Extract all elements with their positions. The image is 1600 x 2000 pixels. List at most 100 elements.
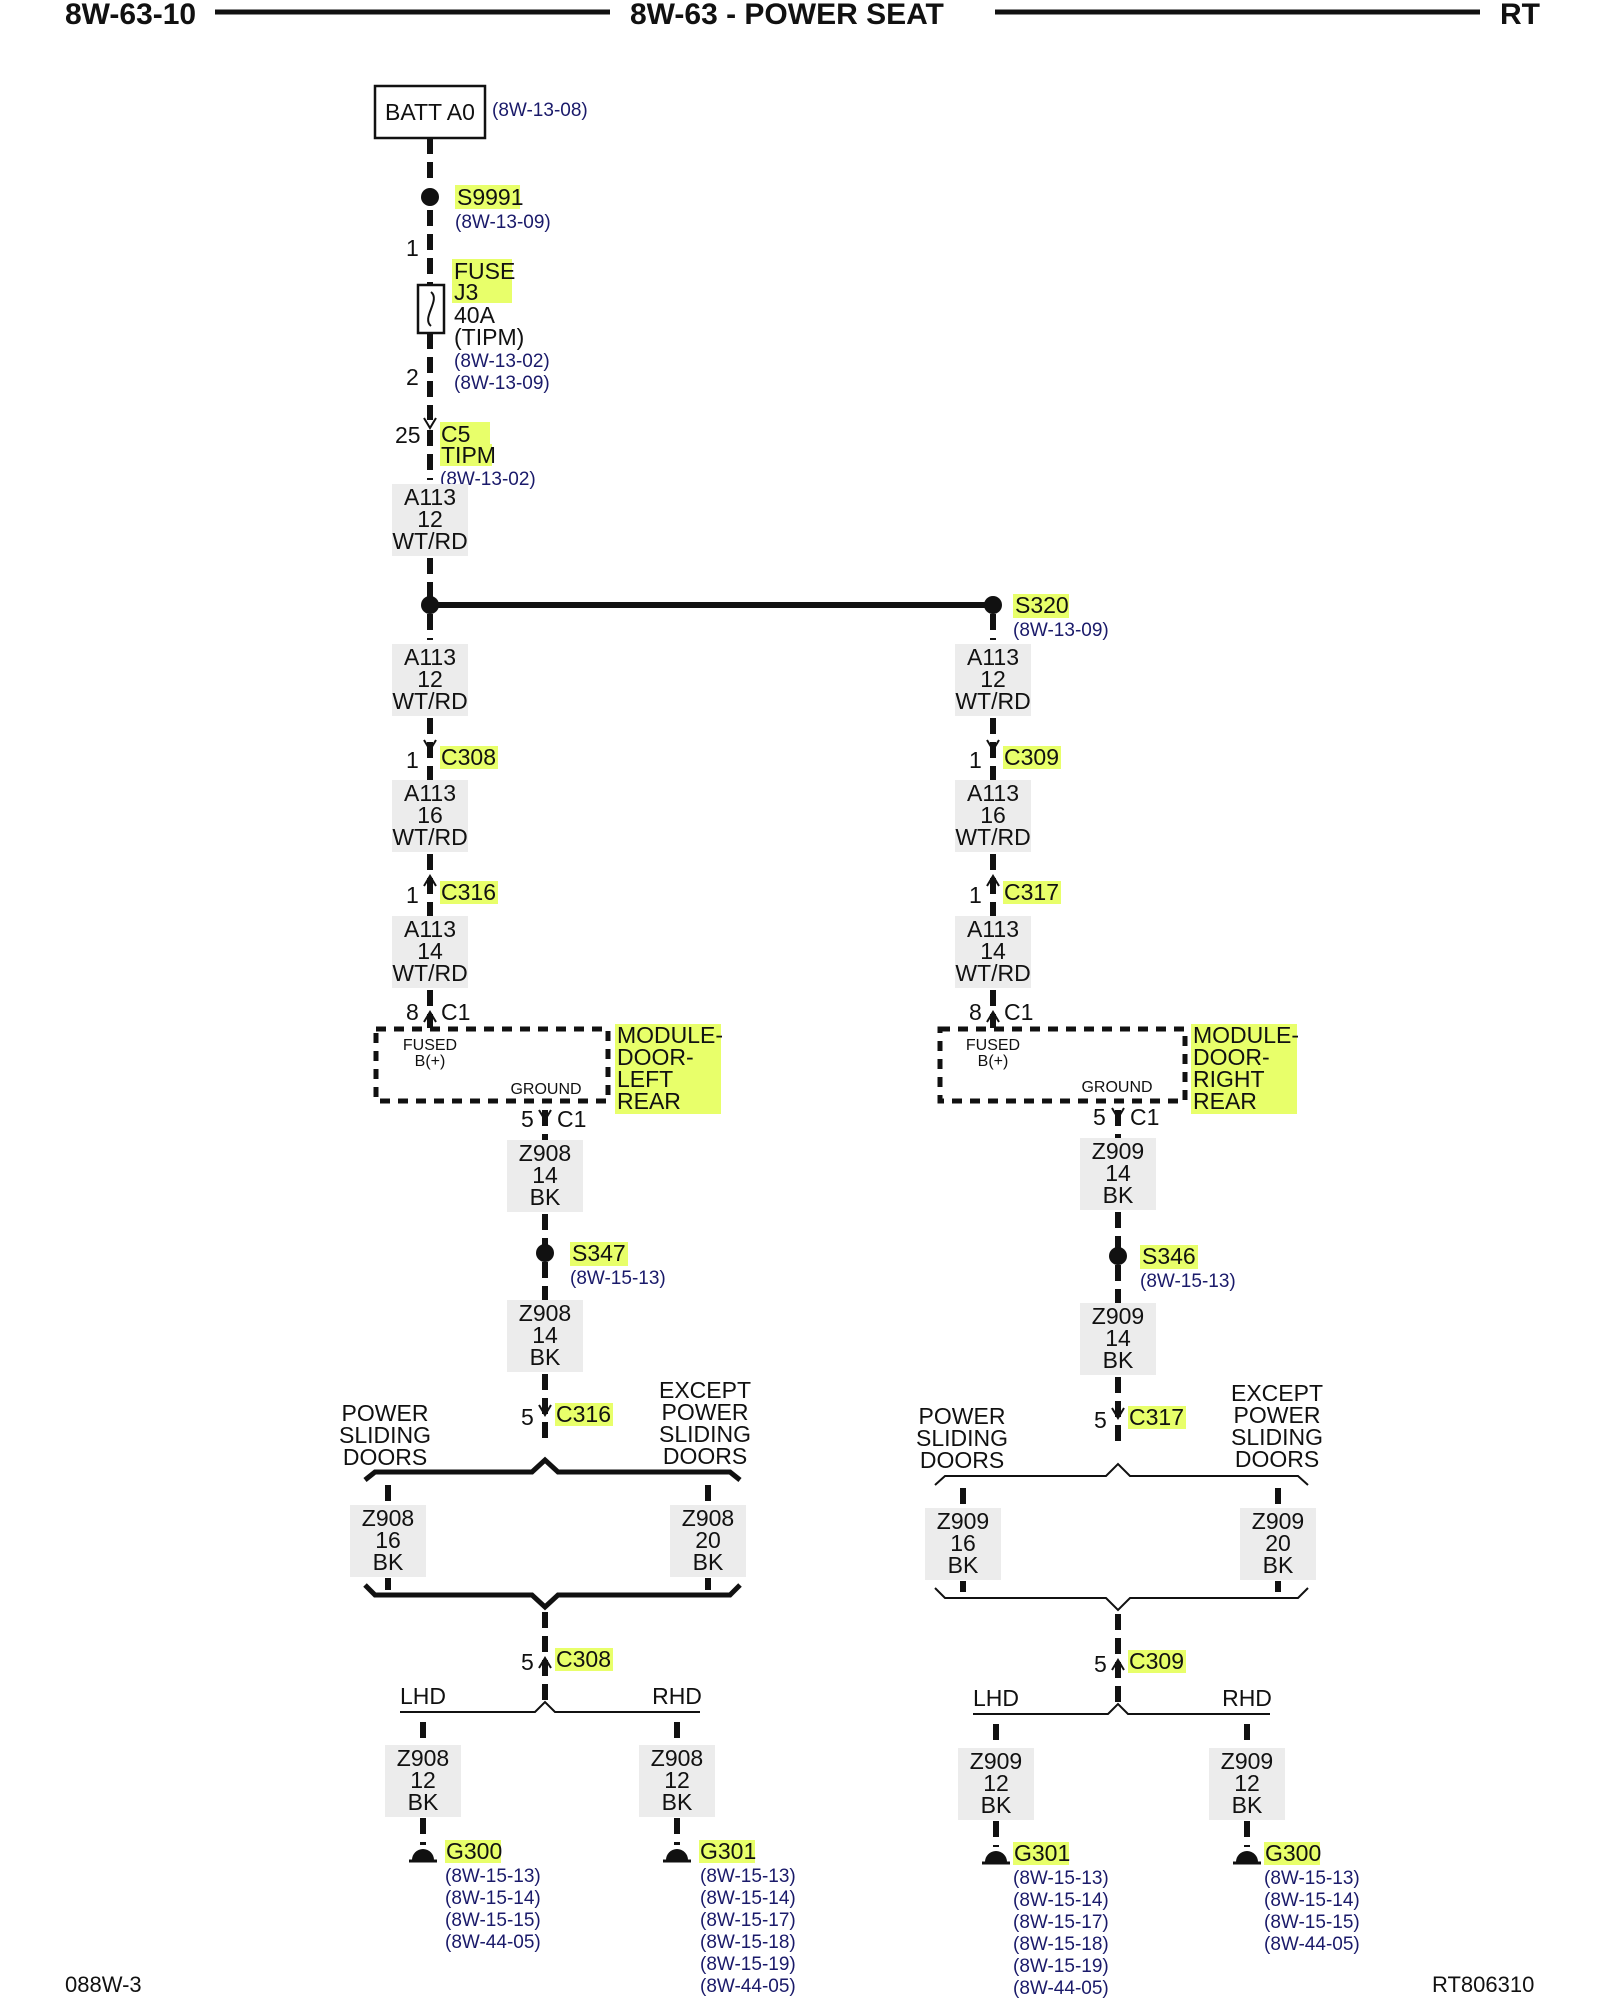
wire-label: Z909 bbox=[970, 1748, 1022, 1774]
splice-s347-ref: (8W-15-13) bbox=[570, 1268, 666, 1289]
module-pin-label: GROUND bbox=[510, 1081, 581, 1098]
wire-label: BK bbox=[1232, 1792, 1263, 1818]
module-door-right-rear: FUSED B(+) GROUND MODULE- DOOR- RIGHT RE… bbox=[937, 1022, 1299, 1114]
option-label: EXCEPT bbox=[659, 1377, 751, 1403]
ground-ref: (8W-44-05) bbox=[1264, 1934, 1360, 1955]
wire-label: 14 bbox=[1105, 1325, 1131, 1351]
wire-label: Z909 bbox=[1252, 1508, 1304, 1534]
connector-c1-label: C1 bbox=[1130, 1104, 1159, 1130]
ground-ref: (8W-15-18) bbox=[1013, 1934, 1109, 1955]
fuse-module: (TIPM) bbox=[454, 324, 524, 350]
ground-label: G301 bbox=[700, 1838, 756, 1864]
connector-pin: 5 bbox=[1094, 1651, 1107, 1677]
option-label: POWER bbox=[1234, 1402, 1321, 1428]
option-label: SLIDING bbox=[1231, 1424, 1323, 1450]
lhd-label: LHD bbox=[400, 1683, 446, 1709]
ground-ref: (8W-15-19) bbox=[700, 1954, 796, 1975]
wire-label: 14 bbox=[980, 938, 1006, 964]
wire-label: 14 bbox=[1105, 1160, 1131, 1186]
wire-label: Z908 bbox=[682, 1505, 734, 1531]
wire-label: BK bbox=[1103, 1182, 1134, 1208]
wire-label: WT/RD bbox=[392, 960, 467, 986]
wire-label: Z908 bbox=[362, 1505, 414, 1531]
wire-label: WT/RD bbox=[955, 688, 1030, 714]
fuse-pin-in: 1 bbox=[406, 235, 419, 261]
module-pin-label: GROUND bbox=[1081, 1079, 1152, 1096]
ground-label: G301 bbox=[1014, 1840, 1070, 1866]
lhd-label: LHD bbox=[973, 1685, 1019, 1711]
fuse-ref-1: (8W-13-02) bbox=[454, 351, 550, 372]
header-page-id: 8W-63-10 bbox=[65, 0, 196, 31]
connector-pin: 8 bbox=[969, 999, 982, 1025]
wire-label: BK bbox=[662, 1789, 693, 1815]
connector-pin: 5 bbox=[1094, 1407, 1107, 1433]
wire-label: A113 bbox=[967, 916, 1019, 942]
rhd-label: RHD bbox=[652, 1683, 702, 1709]
option-label: POWER bbox=[662, 1399, 749, 1425]
wire-label: WT/RD bbox=[392, 824, 467, 850]
ground-label: G300 bbox=[1265, 1840, 1321, 1866]
wire-label: 12 bbox=[983, 1770, 1009, 1796]
battery-ref: (8W-13-08) bbox=[492, 100, 588, 121]
wire-label: BK bbox=[948, 1552, 979, 1578]
module-name-line: MODULE- bbox=[617, 1022, 723, 1048]
battery-label: BATT A0 bbox=[385, 99, 475, 125]
footer-right: RT806310 bbox=[1432, 1972, 1534, 1997]
connector-c317-label: C317 bbox=[1004, 879, 1059, 905]
connector-pin: 5 bbox=[521, 1404, 534, 1430]
module-pin-label: B(+) bbox=[415, 1053, 446, 1070]
ground-ref: (8W-15-17) bbox=[1013, 1912, 1109, 1933]
connector-pin: 5 bbox=[521, 1106, 534, 1132]
header-title: 8W-63 - POWER SEAT bbox=[630, 0, 944, 31]
ground-ref: (8W-44-05) bbox=[1013, 1978, 1109, 1999]
ground-ref: (8W-15-14) bbox=[700, 1888, 796, 1909]
wire-label: WT/RD bbox=[392, 688, 467, 714]
ground-ref: (8W-44-05) bbox=[700, 1976, 796, 1997]
ground-ref: (8W-15-14) bbox=[1013, 1890, 1109, 1911]
ground-ref: (8W-15-13) bbox=[445, 1866, 541, 1887]
option-label: POWER bbox=[342, 1400, 429, 1426]
ground-ref: (8W-15-19) bbox=[1013, 1956, 1109, 1977]
left-branch: A113 12 WT/RD 1 C308 A113 16 WT/RD 1 C31… bbox=[392, 614, 498, 1028]
splice-s9991-ref: (8W-13-09) bbox=[455, 212, 551, 233]
wire-label: 12 bbox=[664, 1767, 690, 1793]
connector-pin: 1 bbox=[969, 882, 982, 908]
connector-c308-label: C308 bbox=[556, 1646, 611, 1672]
connector-pin: 1 bbox=[406, 882, 419, 908]
wire-label: 20 bbox=[695, 1527, 721, 1553]
wire-label: 12 bbox=[980, 666, 1006, 692]
wire-label: WT/RD bbox=[955, 824, 1030, 850]
option-label: DOORS bbox=[663, 1443, 747, 1469]
ground-ref: (8W-15-14) bbox=[445, 1888, 541, 1909]
fuse-label: FUSE bbox=[454, 258, 515, 284]
module-name-line: REAR bbox=[617, 1088, 681, 1114]
module-door-left-rear: FUSED B(+) GROUND MODULE- DOOR- LEFT REA… bbox=[373, 1022, 723, 1114]
connector-pin: 1 bbox=[406, 747, 419, 773]
ground-ref: (8W-15-15) bbox=[1264, 1912, 1360, 1933]
fuse-j3: 1 FUSE J3 40A (TIPM) (8W-13-02) (8W-13-0… bbox=[406, 235, 550, 394]
wire-label: BK bbox=[530, 1344, 561, 1370]
ground-g300-icon bbox=[409, 1849, 437, 1863]
splice-s346-label: S346 bbox=[1142, 1243, 1196, 1269]
module-name-line: REAR bbox=[1193, 1088, 1257, 1114]
ground-ref: (8W-15-15) bbox=[445, 1910, 541, 1931]
wire-label: WT/RD bbox=[955, 960, 1030, 986]
connector-c308-label: C308 bbox=[441, 744, 496, 770]
wire-label: 14 bbox=[532, 1322, 558, 1348]
splice-s9991-label: S9991 bbox=[457, 184, 524, 210]
battery-source: BATT A0 (8W-13-08) bbox=[373, 84, 588, 140]
wire-label: 14 bbox=[417, 938, 443, 964]
wire-label: 14 bbox=[532, 1162, 558, 1188]
module-pin-label: FUSED bbox=[966, 1037, 1020, 1054]
connector-c309-label: C309 bbox=[1004, 744, 1059, 770]
connector-c1-label: C1 bbox=[557, 1106, 586, 1132]
connector-c317-label: C317 bbox=[1129, 1404, 1184, 1430]
fuse-rating: 40A bbox=[454, 302, 496, 328]
wire-label: 12 bbox=[417, 666, 443, 692]
wire-label: BK bbox=[981, 1792, 1012, 1818]
right-branch: A113 12 WT/RD 1 C309 A113 16 WT/RD 1 C31… bbox=[955, 614, 1061, 1028]
wire-main-color: WT/RD bbox=[392, 528, 467, 554]
wire-main-label: A113 12 WT/RD bbox=[392, 484, 468, 556]
wire-label: 12 bbox=[410, 1767, 436, 1793]
wire-label: Z909 bbox=[1092, 1303, 1144, 1329]
